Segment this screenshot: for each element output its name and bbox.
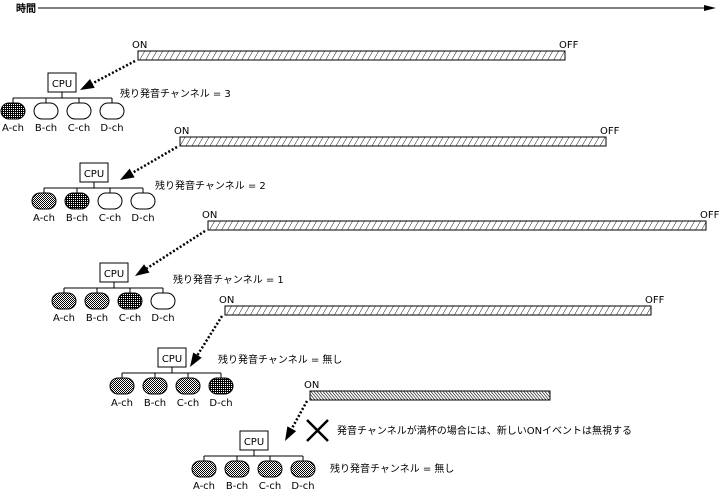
channel-old — [31, 192, 57, 210]
channel-label: A-ch — [111, 398, 133, 409]
channel-old — [51, 292, 77, 310]
channel-old — [175, 377, 201, 395]
timeline-label: 時間 — [16, 2, 36, 15]
channel-free — [97, 192, 123, 210]
remaining-channels-label: 残り発音チャンネル = 2 — [155, 179, 266, 192]
remaining-channels-label: 残り発音チャンネル = 3 — [120, 87, 231, 100]
off-label: OFF — [600, 126, 620, 137]
off-label: OFF — [559, 40, 579, 51]
channel-old — [224, 460, 250, 478]
arrow-head-icon — [190, 352, 202, 367]
cpu-label: CPU — [162, 354, 182, 365]
x-mark-icon — [306, 419, 329, 442]
note-bar — [137, 50, 566, 61]
arrow-head-icon — [120, 168, 135, 180]
channel-new — [64, 192, 90, 210]
rejection-note: 発音チャンネルが満杯の場合には、新しいONイベントは無視する — [306, 419, 632, 442]
arrow-head-icon — [80, 79, 95, 90]
dotted-arrow-line — [131, 145, 178, 175]
channel-label: D-ch — [100, 123, 123, 134]
channel-free — [130, 192, 156, 210]
on-label: ON — [304, 380, 319, 391]
channel-label: D-ch — [151, 313, 174, 324]
on-label: ON — [174, 126, 189, 137]
channel-label: A-ch — [193, 481, 215, 492]
rejected-note-bar — [309, 390, 551, 401]
note-event: ON OFF — [135, 210, 719, 276]
dotted-arrow-line — [91, 59, 136, 85]
channel-free — [99, 102, 125, 120]
note-event: ON OFF — [190, 295, 665, 367]
arrow-head-icon — [285, 426, 297, 441]
arrow-head-icon — [135, 264, 150, 276]
channel-new — [0, 102, 26, 120]
channel-new — [117, 292, 143, 310]
note-event: ON OFF — [120, 126, 620, 180]
note-bar — [224, 305, 652, 316]
remaining-channels-label: 残り発音チャンネル = 1 — [173, 273, 284, 286]
dotted-arrow-line — [290, 400, 309, 430]
channel-old — [84, 292, 110, 310]
channel-label: D-ch — [131, 213, 154, 224]
channel-label: A-ch — [33, 213, 55, 224]
channel-label: B-ch — [226, 481, 248, 492]
channel-label: B-ch — [144, 398, 166, 409]
channel-label: D-ch — [291, 481, 314, 492]
dotted-arrow-line — [196, 315, 224, 356]
note-event: ON OFF — [80, 40, 579, 90]
dotted-arrow-line — [146, 229, 206, 270]
channel-label: C-ch — [119, 313, 141, 324]
cpu-channel-group: CPU A-ch B-ch C-ch D-ch 残り発音チャンネル = 3 — [0, 72, 231, 134]
timeline-arrow-icon — [704, 5, 716, 11]
channel-old — [142, 377, 168, 395]
events-layer: ON OFF ON OFF ON OFF ON OFF ON — [80, 40, 719, 441]
remaining-channels-label: 残り発音チャンネル = 無し — [218, 353, 342, 366]
cpu-channel-group: CPU A-ch B-ch C-ch D-ch 残り発音チャンネル = 1 — [51, 262, 284, 324]
note-bar — [207, 220, 707, 231]
channel-label: C-ch — [99, 213, 121, 224]
cpu-channel-group: CPU A-ch B-ch C-ch D-ch 残り発音チャンネル = 無し — [109, 347, 342, 409]
channel-label: A-ch — [53, 313, 75, 324]
channel-old — [257, 460, 283, 478]
channel-old — [290, 460, 316, 478]
cpu-label: CPU — [52, 79, 72, 90]
cpu-label: CPU — [104, 269, 124, 280]
off-label: OFF — [700, 210, 719, 221]
channel-label: B-ch — [86, 313, 108, 324]
channel-old — [191, 460, 217, 478]
channel-label: B-ch — [35, 123, 57, 134]
channel-label: C-ch — [68, 123, 90, 134]
channel-free — [33, 102, 59, 120]
channel-label: A-ch — [2, 123, 24, 134]
on-label: ON — [202, 210, 217, 221]
channel-label: C-ch — [177, 398, 199, 409]
channel-new — [208, 377, 234, 395]
cpu-label: CPU — [244, 437, 264, 448]
off-label: OFF — [645, 295, 665, 306]
rejection-note-text: 発音チャンネルが満杯の場合には、新しいONイベントは無視する — [337, 424, 632, 437]
note-bar — [179, 136, 607, 147]
remaining-channels-label: 残り発音チャンネル = 無し — [330, 462, 454, 475]
note-event: ON — [285, 380, 551, 441]
channel-old — [109, 377, 135, 395]
channel-label: D-ch — [209, 398, 232, 409]
channel-free — [66, 102, 92, 120]
cpu-channel-group: CPU A-ch B-ch C-ch D-ch 残り発音チャンネル = 無し — [191, 430, 454, 492]
on-label: ON — [132, 40, 147, 51]
on-label: ON — [219, 295, 234, 306]
channel-label: C-ch — [259, 481, 281, 492]
cpu-label: CPU — [84, 169, 104, 180]
cpu-channel-group: CPU A-ch B-ch C-ch D-ch 残り発音チャンネル = 2 — [31, 162, 266, 224]
channel-label: B-ch — [66, 213, 88, 224]
channel-free — [150, 292, 176, 310]
